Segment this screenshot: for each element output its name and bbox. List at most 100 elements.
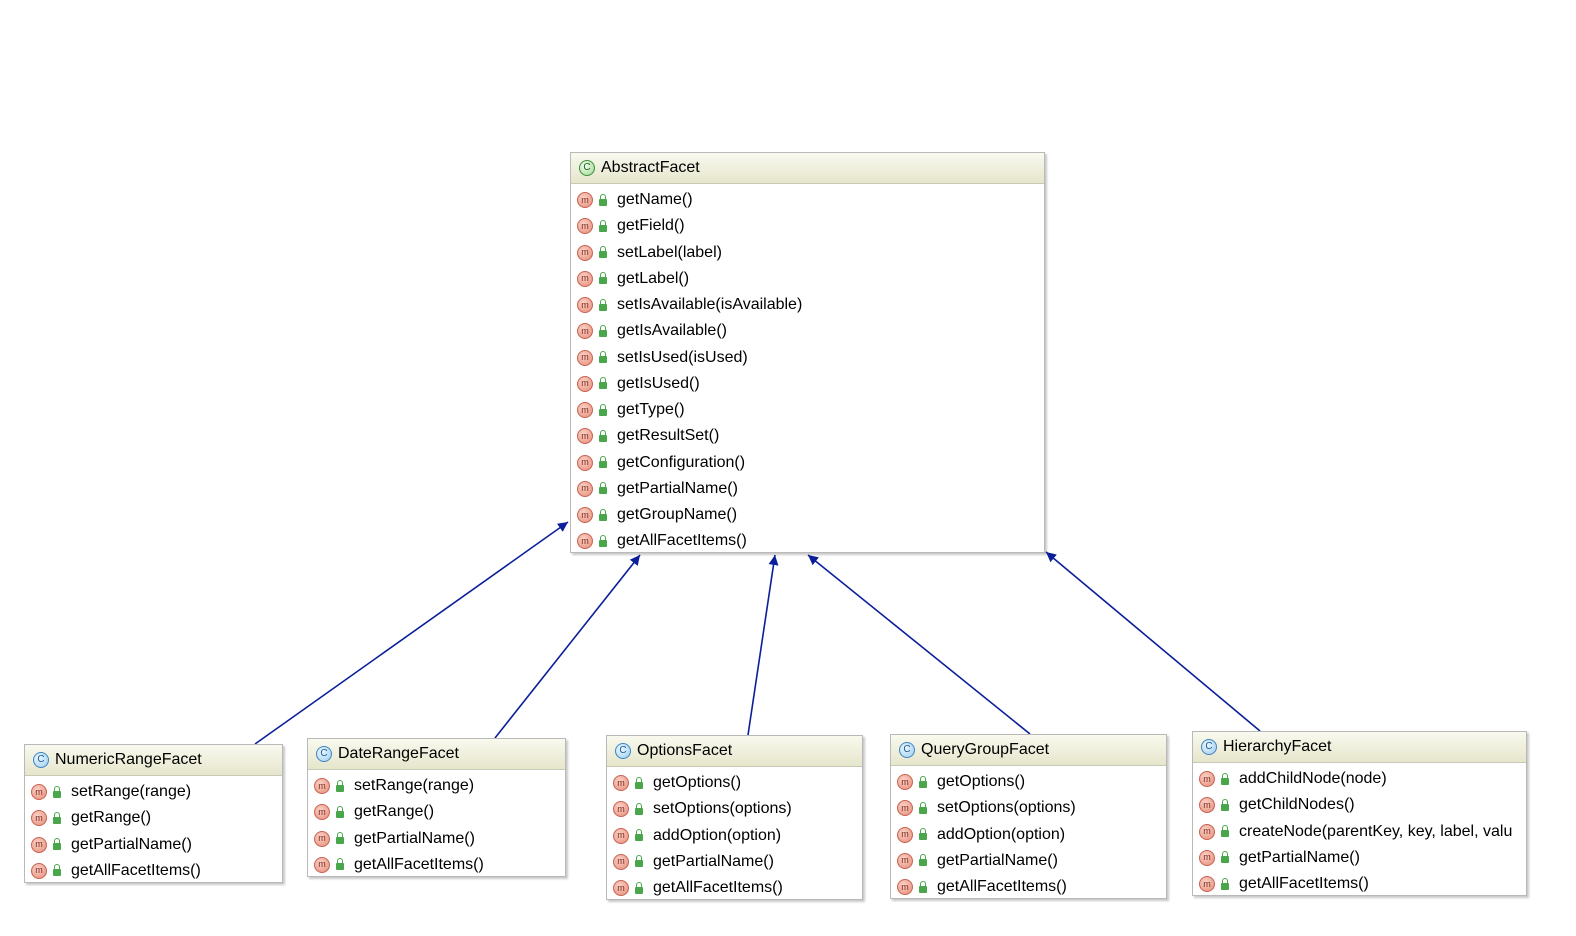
class-header: C QueryGroupFacet <box>891 735 1166 766</box>
lock-icon <box>1221 798 1229 811</box>
lock-icon <box>336 779 344 792</box>
method-icon: m <box>577 507 593 524</box>
method-label: getAllFacetItems() <box>71 861 201 879</box>
lock-icon <box>635 802 643 815</box>
lock-icon <box>53 785 61 798</box>
method-row[interactable]: m setOptions(options) <box>607 796 862 822</box>
method-label: getConfiguration() <box>617 453 746 471</box>
lock-icon <box>599 456 607 469</box>
class-header: C HierarchyFacet <box>1193 732 1526 763</box>
lock-icon <box>599 429 607 442</box>
method-icon: m <box>1199 771 1215 788</box>
lock-icon <box>599 377 607 390</box>
lock-icon <box>336 858 344 871</box>
lock-icon <box>336 832 344 845</box>
method-icon: m <box>1199 823 1215 840</box>
lock-icon <box>53 838 61 851</box>
method-icon: m <box>897 826 913 843</box>
arrow-daterange-to-abstract <box>494 554 641 739</box>
method-icon: m <box>897 800 913 817</box>
method-label: getPartialName() <box>653 852 774 870</box>
method-icon: m <box>613 880 629 897</box>
lock-icon <box>1221 825 1229 838</box>
lock-icon <box>599 403 607 416</box>
method-label: setRange(range) <box>71 783 192 801</box>
method-label: getPartialName() <box>937 851 1058 869</box>
lock-icon <box>599 298 607 311</box>
method-row[interactable]: m getAllFacetItems() <box>25 858 282 882</box>
method-icon: m <box>577 244 593 261</box>
class-icon: C <box>615 743 631 759</box>
method-label: setOptions(options) <box>653 800 792 818</box>
method-label: getGroupName() <box>617 506 738 524</box>
method-icon: m <box>577 375 593 392</box>
lock-icon <box>919 854 927 867</box>
method-label: getPartialName() <box>617 479 738 497</box>
class-name: DateRangeFacet <box>338 745 459 762</box>
lock-icon <box>599 508 607 521</box>
method-icon: m <box>577 454 593 471</box>
method-row[interactable]: m createNode(parentKey, key, label, valu <box>1193 819 1526 845</box>
method-icon: m <box>577 218 593 235</box>
method-icon: m <box>613 801 629 818</box>
lock-icon <box>1221 877 1229 890</box>
lock-icon <box>919 880 927 893</box>
method-icon: m <box>31 862 47 879</box>
lock-icon <box>599 246 607 259</box>
method-label: setLabel(label) <box>617 243 722 261</box>
method-icon: m <box>577 533 593 550</box>
method-label: getType() <box>617 401 685 419</box>
method-row[interactable]: m getConfiguration() <box>571 450 1044 476</box>
method-row[interactable]: m getGroupName() <box>571 502 1044 528</box>
method-icon: m <box>314 830 330 847</box>
lock-icon <box>635 776 643 789</box>
method-icon: m <box>31 836 47 853</box>
method-label: getOptions() <box>937 773 1026 791</box>
method-label: getAllFacetItems() <box>354 855 484 873</box>
class-header: C DateRangeFacet <box>308 739 565 770</box>
method-label: createNode(parentKey, key, label, valu <box>1239 822 1513 840</box>
method-row[interactable]: m setLabel(label) <box>571 240 1044 266</box>
lock-icon <box>919 828 927 841</box>
